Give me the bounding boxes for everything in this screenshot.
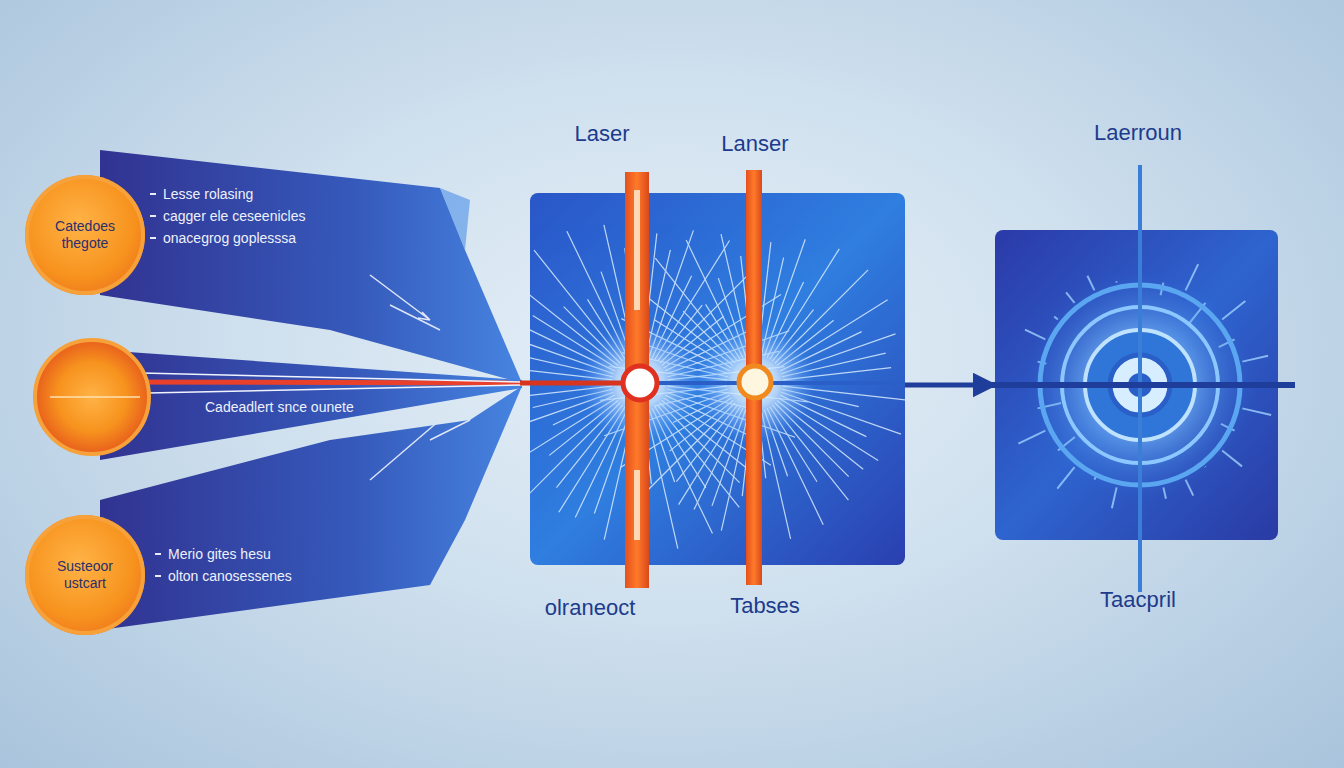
band-row: olton canosessenes — [155, 568, 292, 584]
arrow-connector — [905, 383, 995, 388]
band-row: Lesse rolasing — [150, 186, 305, 202]
band-text: onacegrog goplesssa — [163, 230, 296, 246]
band-row: onacegrog goplesssa — [150, 230, 305, 246]
panel-label: Taacpril — [1100, 587, 1176, 613]
band-row: Cadeadlert snce ounete — [205, 399, 354, 415]
orange-circle: Susteoor ustcart — [25, 515, 145, 635]
panel-label: Tabses — [730, 593, 800, 619]
band-text: Merio gites hesu — [168, 546, 271, 562]
panel-label: Laerroun — [1094, 120, 1182, 146]
panel-label: Lanser — [721, 131, 788, 157]
band-text: olton canosessenes — [168, 568, 292, 584]
circle-label: Catedoes thegote — [37, 218, 133, 252]
bullet-dash — [150, 215, 156, 217]
bullet-dash — [155, 553, 161, 555]
bullet-dash — [150, 237, 156, 239]
band-text: Cadeadlert snce ounete — [205, 399, 354, 415]
info-band: Lesse rolasing cagger ele ceseenicles onac… — [150, 186, 305, 252]
panel-label: Laser — [574, 121, 629, 147]
band-text: cagger ele ceseenicles — [163, 208, 305, 224]
target-panel: LaerrounTaacpril — [995, 230, 1278, 540]
orange-circle: Catedoes thegote — [25, 175, 145, 295]
info-band: Merio gites hesu olton canosessenes — [155, 546, 292, 590]
bullet-dash — [155, 575, 161, 577]
laser-panel: LaserLanserolraneoctTabses — [530, 193, 905, 565]
panel-label: olraneoct — [545, 595, 636, 621]
band-row: Merio gites hesu — [155, 546, 292, 562]
circle-label: Susteoor ustcart — [37, 558, 133, 592]
info-band: Cadeadlert snce ounete — [205, 399, 354, 421]
band-row: cagger ele ceseenicles — [150, 208, 305, 224]
bullet-dash — [150, 193, 156, 195]
band-text: Lesse rolasing — [163, 186, 253, 202]
